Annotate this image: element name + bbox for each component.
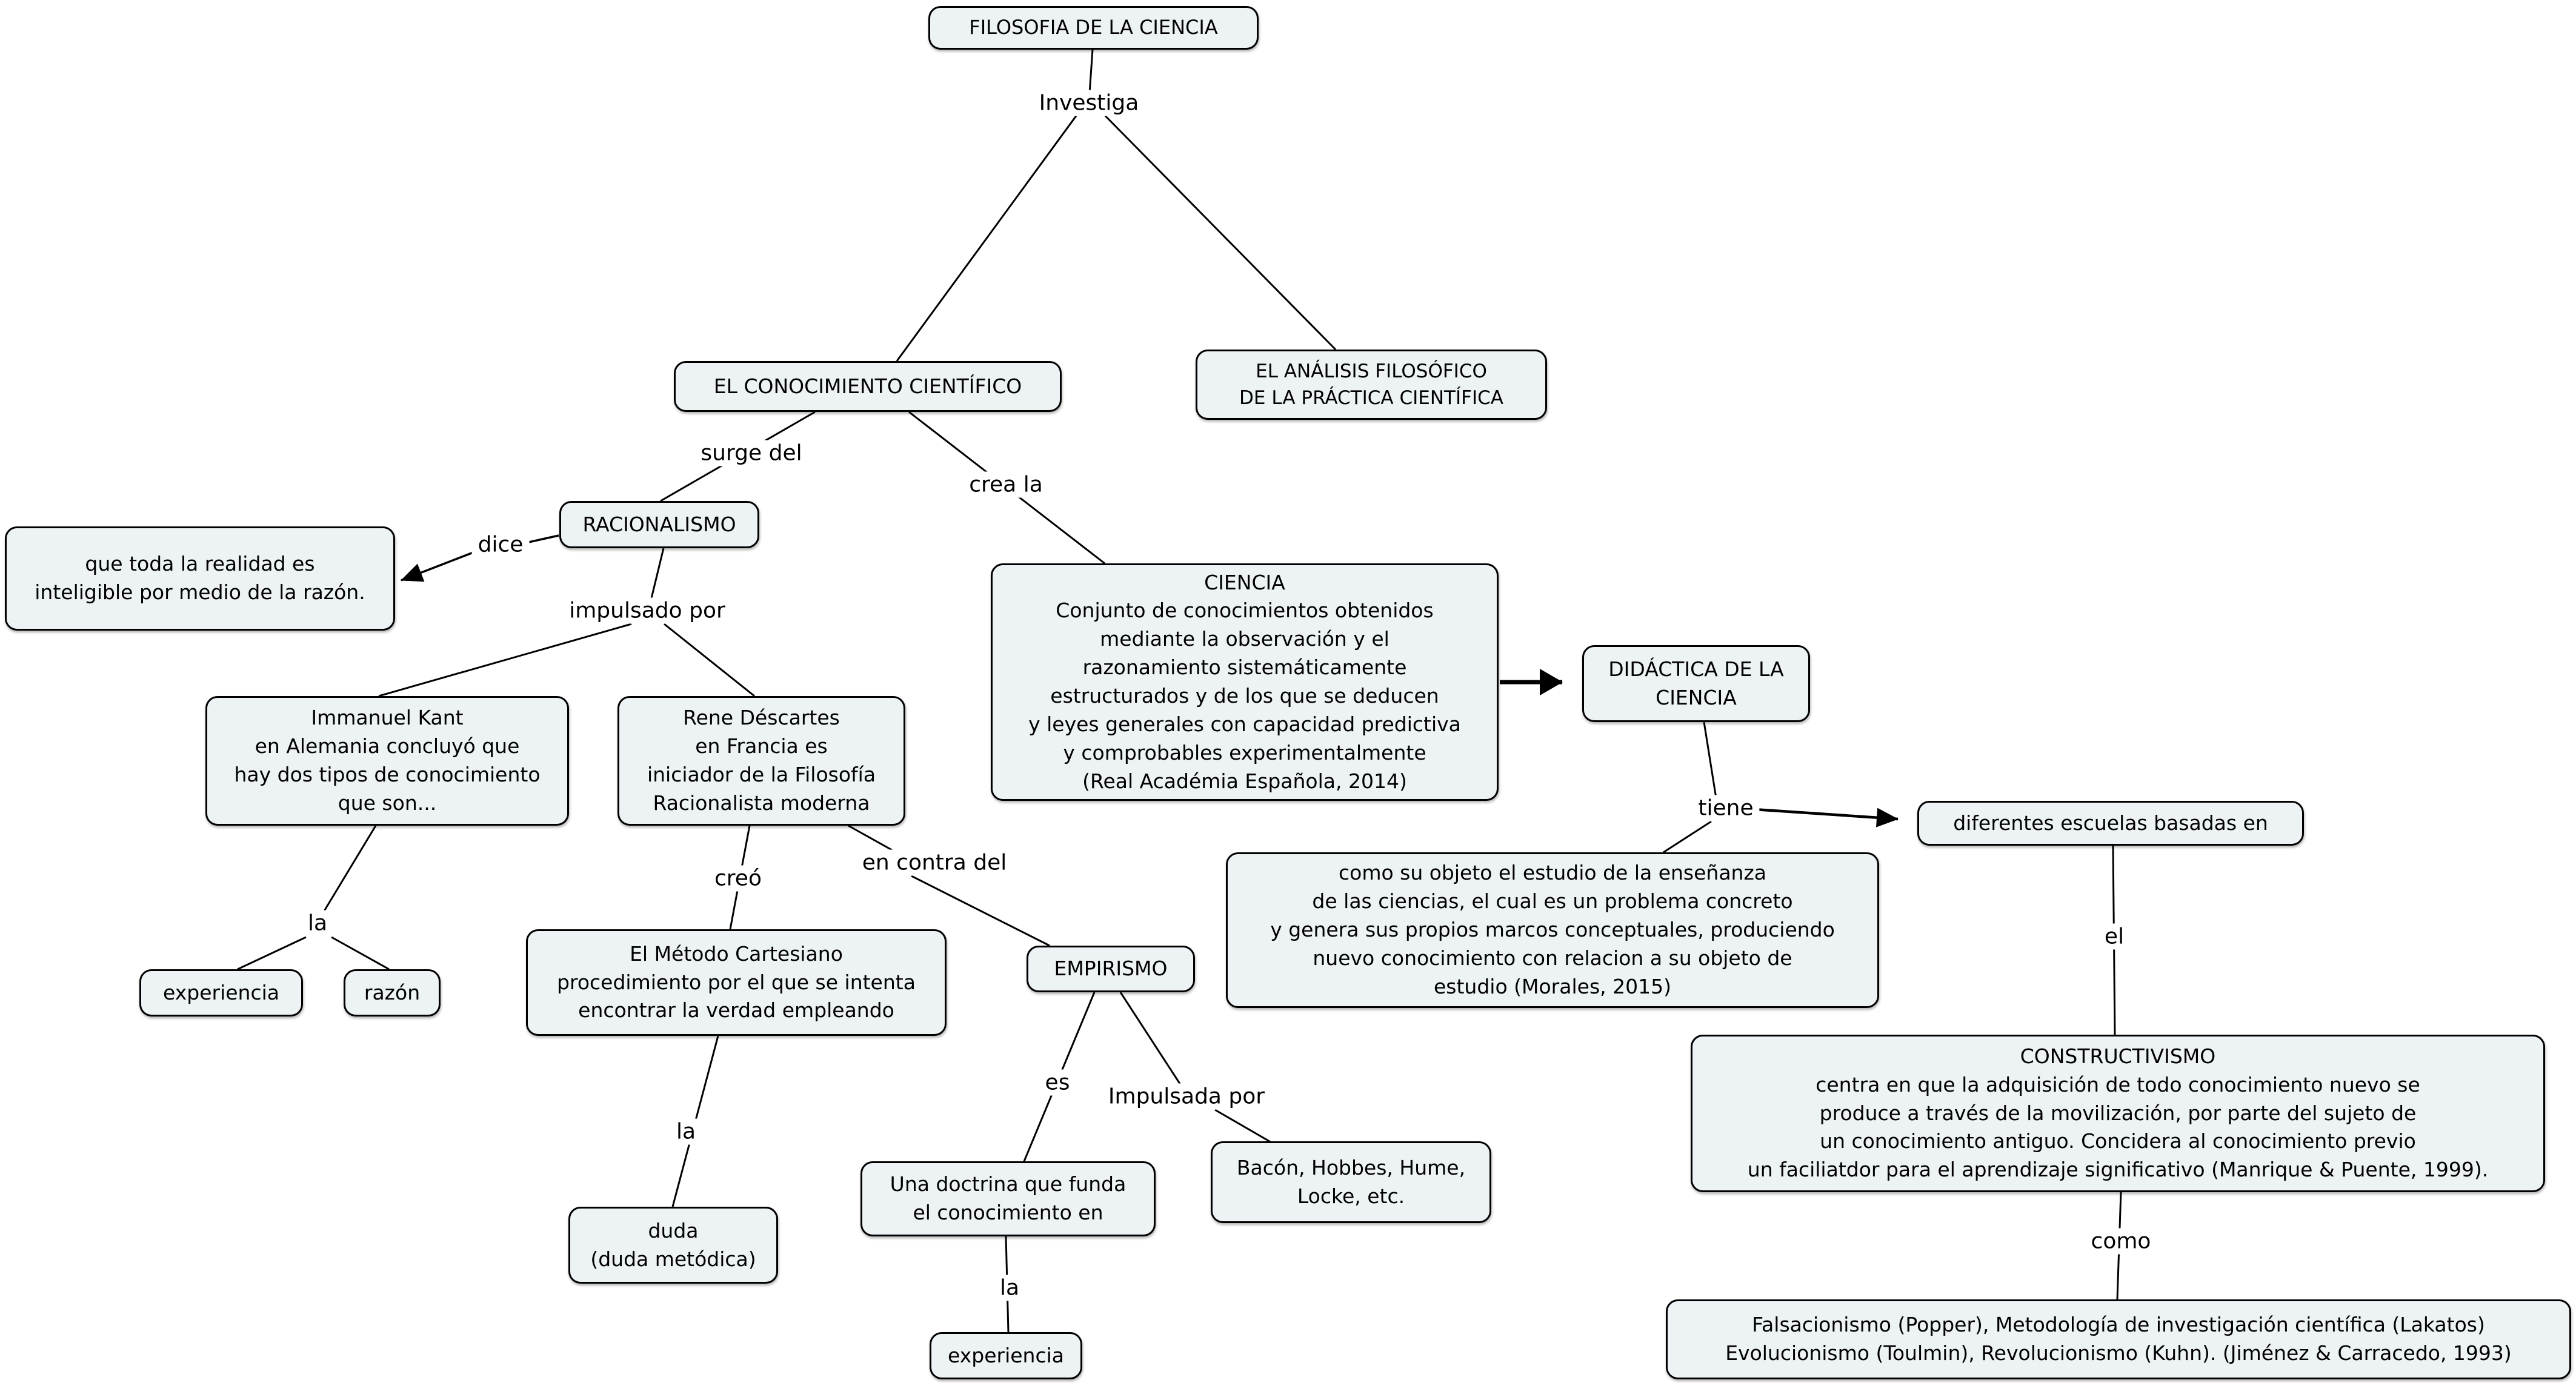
edge-racionalismo-dice (525, 534, 559, 544)
edge-label-el[interactable]: el (2098, 923, 2131, 950)
edge-label-investiga[interactable]: Investiga (1033, 90, 1145, 116)
edge-tiene-como-su-objeto (1663, 820, 1712, 854)
node-falsacionismo-evolucionismo[interactable]: Falsacionismo (Popper), Metodología de i… (1666, 1299, 2571, 1379)
node-doctrina[interactable]: Una doctrina que funda el conocimiento e… (860, 1161, 1156, 1236)
node-como-su-objeto[interactable]: como su objeto el estudio de la enseñanz… (1226, 852, 1879, 1008)
edge-label-la-doctrina[interactable]: la (993, 1275, 1026, 1301)
node-text: Una doctrina que funda el conocimiento e… (890, 1172, 1127, 1224)
edge-impulsada-bacon (1214, 1109, 1273, 1144)
node-text: diferentes escuelas basadas en (1953, 811, 2268, 835)
edge-label-creo[interactable]: creó (708, 865, 768, 892)
edge-label-crea-la[interactable]: crea la (963, 471, 1049, 498)
edge-en-contra-empirismo (911, 875, 1050, 947)
edge-tiene-diferentes (1754, 808, 1899, 827)
node-razon[interactable]: razón (344, 969, 441, 1017)
node-experiencia-kant[interactable]: experiencia (139, 969, 303, 1017)
edge-label-tiene[interactable]: tiene (1692, 795, 1760, 821)
edge-impulsado-por-descartes (664, 623, 755, 697)
edge-descartes-en-contra (848, 824, 896, 853)
edge-impulsado-por-kant (378, 623, 632, 697)
node-diferentes-escuelas[interactable]: diferentes escuelas basadas en (1917, 801, 2304, 846)
edge-label-es[interactable]: es (1039, 1069, 1076, 1096)
node-text: duda (duda metódica) (590, 1218, 756, 1271)
edge-dice-que-toda (401, 550, 477, 582)
node-ciencia[interactable]: CIENCIA Conjunto de conocimientos obteni… (991, 563, 1499, 801)
node-text: como su objeto el estudio de la enseñanz… (1270, 861, 1835, 998)
edge-didactica-tiene (1703, 721, 1719, 806)
edge-label-impulsada-por[interactable]: Impulsada por (1102, 1083, 1271, 1110)
node-text: razón (364, 980, 421, 1004)
node-text: Immanuel Kant en Alemania concluyó que h… (234, 706, 541, 815)
edge-la-experiencia (237, 936, 307, 970)
node-text: EL ANÁLISIS FILOSÓFICO DE LA PRÁCTICA CI… (1239, 360, 1503, 409)
edge-la-razon (331, 936, 390, 970)
node-text: Falsacionismo (Popper), Metodología de i… (1725, 1313, 2512, 1365)
node-filosofia-de-la-ciencia[interactable]: FILOSOFIA DE LA CIENCIA (928, 6, 1259, 50)
node-text: experiencia (948, 1343, 1064, 1367)
node-metodo-cartesiano[interactable]: El Método Cartesiano procedimiento por e… (526, 929, 947, 1036)
node-que-toda-la-realidad[interactable]: que toda la realidad es inteligible por … (5, 526, 395, 631)
node-text: DIDÁCTICA DE LA CIENCIA (1608, 657, 1784, 709)
node-text: Rene Déscartes en Francia es iniciador d… (647, 706, 876, 815)
node-text: CIENCIA Conjunto de conocimientos obteni… (1028, 570, 1461, 793)
node-immanuel-kant[interactable]: Immanuel Kant en Alemania concluyó que h… (205, 696, 569, 826)
node-text: El Método Cartesiano procedimiento por e… (557, 941, 916, 1023)
edge-kant-la (316, 825, 377, 923)
edge-label-en-contra-del[interactable]: en contra del (856, 849, 1013, 876)
node-text: EMPIRISMO (1054, 957, 1168, 981)
node-text: FILOSOFIA DE LA CIENCIA (969, 16, 1218, 39)
edge-investiga-analisis (1093, 103, 1337, 351)
edge-label-surge-del[interactable]: surge del (694, 440, 808, 466)
node-analisis-filosofico[interactable]: EL ANÁLISIS FILOSÓFICO DE LA PRÁCTICA CI… (1196, 350, 1547, 420)
edge-label-dice[interactable]: dice (471, 531, 530, 558)
node-text: CONSTRUCTIVISMO centra en que la adquisi… (1747, 1044, 2489, 1182)
node-text: que toda la realidad es inteligible por … (35, 552, 365, 604)
node-racionalismo[interactable]: RACIONALISMO (559, 501, 759, 548)
node-rene-descartes[interactable]: Rene Déscartes en Francia es iniciador d… (617, 696, 905, 826)
node-text: EL CONOCIMIENTO CIENTÍFICO (713, 374, 1022, 398)
edge-label-la-kant[interactable]: la (301, 910, 334, 937)
node-text: RACIONALISMO (582, 512, 736, 536)
edge-label-como[interactable]: como (2085, 1228, 2157, 1255)
edge-label-la-metodo[interactable]: la (670, 1118, 702, 1145)
node-bacon-hobbes-hume[interactable]: Bacón, Hobbes, Hume, Locke, etc. (1211, 1141, 1491, 1223)
node-didactica-de-la-ciencia[interactable]: DIDÁCTICA DE LA CIENCIA (1582, 645, 1810, 722)
node-experiencia-empirismo[interactable]: experiencia (930, 1332, 1082, 1379)
node-empirismo[interactable]: EMPIRISMO (1027, 946, 1195, 992)
node-text: experiencia (163, 980, 279, 1004)
node-conocimiento-cientifico[interactable]: EL CONOCIMIENTO CIENTÍFICO (674, 361, 1062, 412)
edge-investiga-conocimiento (896, 104, 1086, 362)
edge-empirismo-impulsada (1119, 992, 1183, 1088)
node-constructivismo[interactable]: CONSTRUCTIVISMO centra en que la adquisi… (1691, 1035, 2545, 1192)
edge-label-impulsado-por[interactable]: impulsado por (563, 597, 731, 624)
node-text: Bacón, Hobbes, Hume, Locke, etc. (1236, 1155, 1466, 1208)
node-duda-metodica[interactable]: duda (duda metódica) (568, 1207, 778, 1284)
